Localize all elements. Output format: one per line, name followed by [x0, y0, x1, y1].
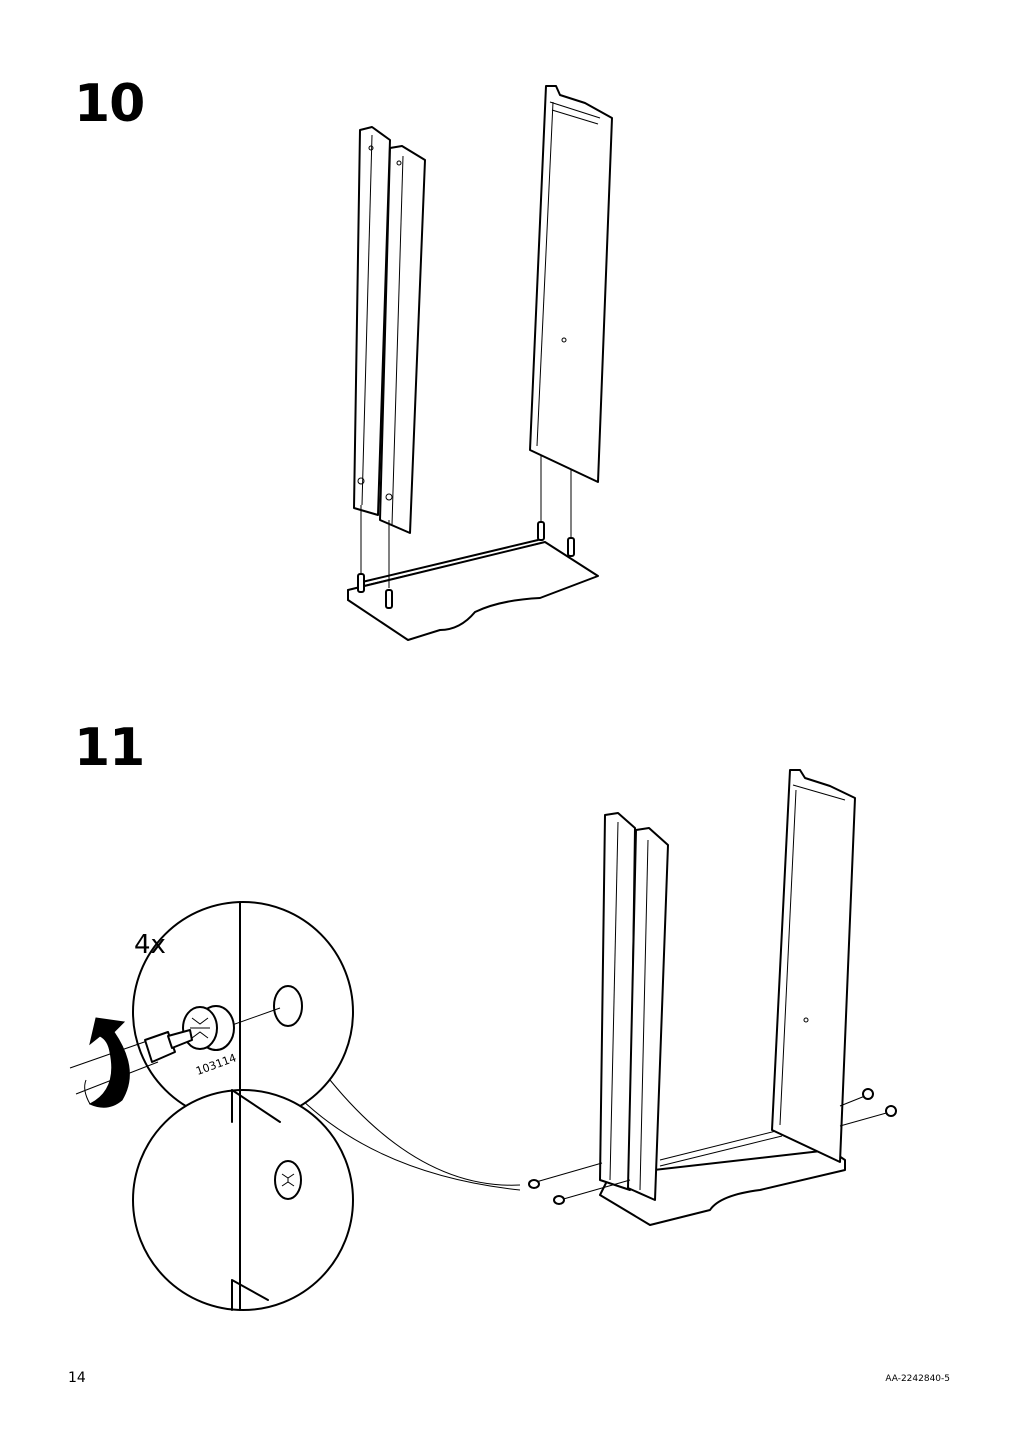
wooden-dowel-icon	[357, 455, 575, 609]
rotate-arrow-icon	[84, 1017, 130, 1108]
quantity-label: 4x	[134, 930, 166, 960]
magnifier-callout-icon: 103114	[132, 901, 521, 1311]
screwdriver-icon	[69, 1029, 193, 1095]
cam-lock-icon	[528, 1088, 897, 1205]
side-panel-front	[353, 126, 426, 534]
document-code: AA-2242840-5	[885, 1374, 950, 1384]
cabinet-frame	[599, 769, 856, 1226]
step-10-number: 10	[74, 74, 145, 134]
page-number: 14	[68, 1370, 86, 1386]
base-board	[347, 539, 599, 641]
step-11-number: 11	[74, 718, 145, 778]
